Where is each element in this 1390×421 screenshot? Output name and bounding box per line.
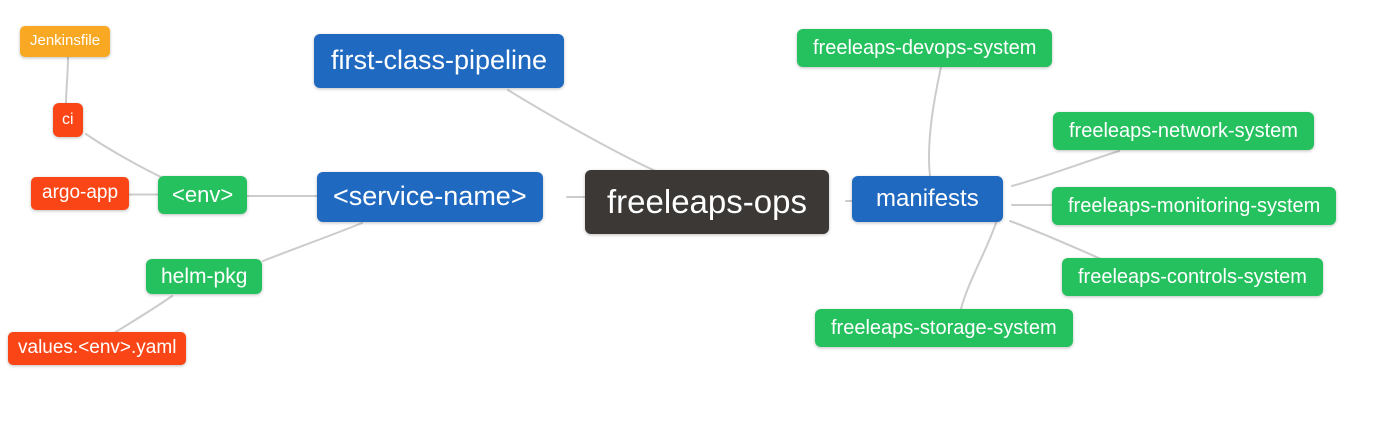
edge-manifests-storage (960, 222, 997, 310)
node-values-env-yaml[interactable]: values.<env>.yaml (8, 332, 187, 365)
node-freeleaps-ops-root[interactable]: freeleaps-ops (585, 170, 829, 235)
node-jenkinsfile[interactable]: Jenkinsfile (20, 26, 111, 57)
node-ci[interactable]: ci (53, 103, 83, 137)
node-freeleaps-network-system[interactable]: freeleaps-network-system (1053, 112, 1314, 150)
node-freeleaps-controls-system[interactable]: freeleaps-controls-system (1062, 258, 1323, 296)
edge-ci-env (85, 133, 162, 178)
node-service-name[interactable]: <service-name> (317, 172, 543, 222)
edge-manifests-controls (1009, 220, 1102, 260)
edge-pipeline-root (507, 89, 659, 173)
edge-service-name-helm-pkg (262, 222, 363, 262)
node-freeleaps-monitoring-system[interactable]: freeleaps-monitoring-system (1052, 187, 1337, 225)
edge-manifests-network (1011, 150, 1120, 187)
edge-helm-pkg-values (113, 295, 173, 334)
node-manifests[interactable]: manifests (852, 176, 1003, 223)
node-freeleaps-devops-system[interactable]: freeleaps-devops-system (797, 29, 1053, 67)
node-first-class-pipeline[interactable]: first-class-pipeline (314, 34, 565, 88)
edge-manifests-devops (928, 66, 942, 177)
node-argo-app[interactable]: argo-app (31, 177, 130, 210)
node-env[interactable]: <env> (158, 176, 248, 215)
node-freeleaps-storage-system[interactable]: freeleaps-storage-system (815, 309, 1073, 347)
node-helm-pkg[interactable]: helm-pkg (146, 259, 263, 295)
edge-jenkinsfile-ci (65, 56, 69, 104)
